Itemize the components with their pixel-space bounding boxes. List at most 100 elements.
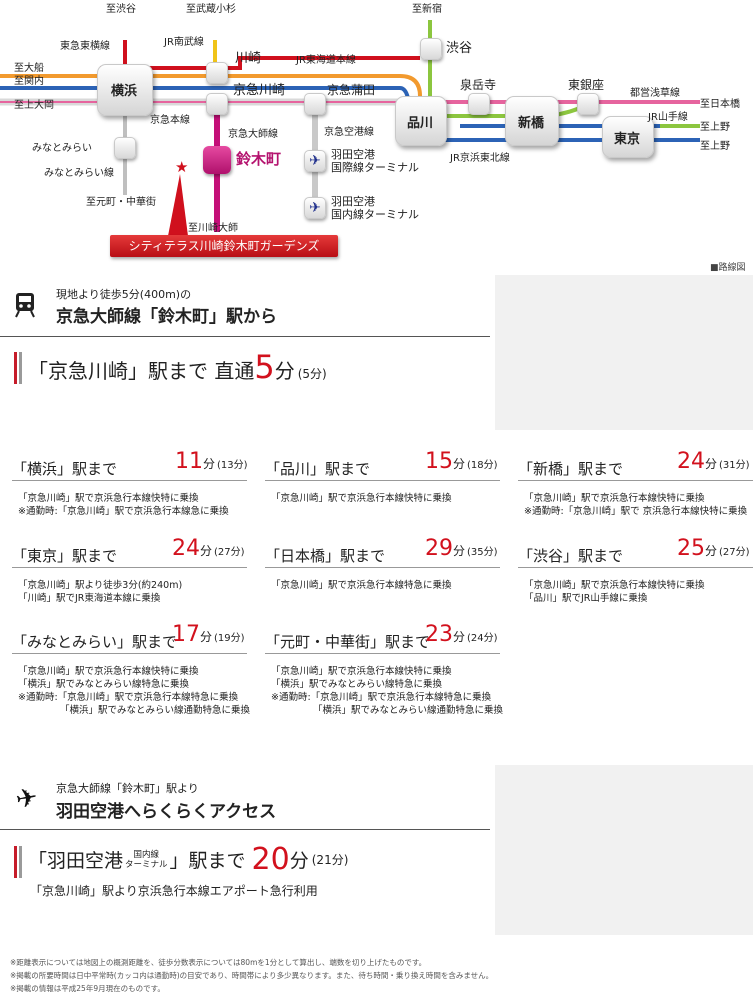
- section1-title: 京急大師線「鈴木町」駅から: [56, 307, 277, 327]
- dir-musashikosugi: 至武蔵小杉: [186, 4, 236, 15]
- section2-title: 羽田空港へらくらくアクセス: [56, 802, 277, 822]
- route-note: 「京急川崎」駅で京浜急行本線特急に乗換: [271, 580, 452, 591]
- airport-bar-red: [14, 846, 17, 878]
- label-keihin-tohoku: JR京浜東北線: [450, 153, 510, 164]
- station-kawasaki-box: [206, 62, 228, 84]
- route-minutes-group: 15分(18分): [425, 449, 498, 474]
- dir-ueno-2: 至上野: [700, 141, 730, 152]
- route-destination: 「みなとみらい」駅まで: [12, 633, 178, 651]
- dir-motomachi: 至元町・中華街: [86, 197, 156, 208]
- route-unit: 分: [200, 630, 213, 644]
- route-destination: 「新橋」駅まで: [518, 460, 624, 478]
- label-suzukicho: 鈴木町: [236, 150, 282, 168]
- bg-panel-2: [495, 765, 753, 935]
- route-note: 「京急川崎」駅で京浜急行本線快特に乗換: [271, 493, 452, 504]
- route-rule: [12, 567, 247, 568]
- route-rule: [518, 480, 753, 481]
- route-rule: [265, 653, 500, 654]
- route-rule: [518, 567, 753, 568]
- label-yamanote: JR山手線: [648, 112, 688, 123]
- station-suzukicho-box: [203, 146, 231, 174]
- property-label: シティテラス川崎鈴木町ガーデンズ: [110, 235, 338, 257]
- route-destination: 「東京」駅まで: [12, 547, 118, 565]
- route-unit: 分: [453, 457, 466, 471]
- route-paren: (13分): [217, 460, 248, 471]
- station-shinagawa-label: 品川: [406, 116, 433, 131]
- section1-rule: [0, 336, 490, 337]
- route-paren: (18分): [467, 460, 498, 471]
- route-minutes: 29: [425, 536, 453, 561]
- label-sengakuji: 泉岳寺: [460, 78, 497, 92]
- label-haneda-intl: 羽田空港 国際線ターミナル: [331, 148, 419, 174]
- route-rule: [12, 480, 247, 481]
- route-note: ※通勤時:「京急川崎」駅で京浜急行本線特急に乗換: [271, 692, 492, 703]
- route-unit: 分: [705, 544, 718, 558]
- route-destination: 「日本橋」駅まで: [265, 547, 386, 565]
- label-daishi: 京急大師線: [228, 129, 278, 140]
- route-paren: (27分): [719, 547, 750, 558]
- route-destination: 「品川」駅まで: [265, 460, 371, 478]
- footnote-2: ※掲載の所要時間は日中平常時(カッコ内は通勤時)の目安であり、時間帯により多少異…: [10, 971, 494, 980]
- headline-bar-red: [14, 352, 17, 384]
- route-rule: [265, 567, 500, 568]
- airport-bar-grey: [19, 846, 22, 878]
- route-minutes: 15: [425, 449, 453, 474]
- route-note: 「京急川崎」駅より徒歩3分(約240m): [18, 580, 183, 591]
- airport-dest-small-1: 国内線: [133, 849, 160, 860]
- route-minutes-group: 11分(13分): [175, 449, 248, 474]
- route-unit: 分: [705, 457, 718, 471]
- route-unit: 分: [200, 544, 213, 558]
- dir-ueno-1: 至上野: [700, 122, 730, 133]
- dir-kawasaki-daishi: 至川崎大師: [188, 223, 238, 234]
- dir-shinjuku: 至新宿: [412, 4, 442, 15]
- route-paren: (24分): [467, 633, 498, 644]
- airport-note: 「京急川崎」駅より京浜急行本線エアポート急行利用: [30, 884, 318, 898]
- label-higashiginza: 東銀座: [568, 78, 605, 92]
- dir-kamiooka: 至上大岡: [14, 100, 54, 111]
- route-note: 「京急川崎」駅で京浜急行本線快特に乗換: [18, 493, 199, 504]
- headline-minutes: 5: [254, 348, 275, 386]
- train-icon: [14, 292, 36, 318]
- section2-rule: [0, 829, 490, 830]
- airport-intl-icon: ✈: [304, 150, 326, 172]
- route-note: 「川崎」駅でJR東海道本線に乗換: [18, 593, 161, 604]
- route-note: ※通勤時:「京急川崎」駅で 京浜急行本線快特に乗換: [524, 506, 748, 517]
- route-destination: 「横浜」駅まで: [12, 460, 118, 478]
- route-unit: 分: [453, 544, 466, 558]
- route-minutes: 25: [677, 536, 705, 561]
- route-note: 「横浜」駅でみなとみらい線特急に乗換: [18, 679, 190, 690]
- station-minatomirai-box: [114, 137, 136, 159]
- airport-paren: (21分): [311, 853, 349, 867]
- airport-row: 「羽田空港 国内線 ターミナル 」駅まで 20 分 (21分): [28, 842, 348, 877]
- station-yokohama: [97, 64, 153, 116]
- headline-paren: (5分): [297, 367, 327, 381]
- route-minutes-group: 23分(24分): [425, 622, 498, 647]
- route-minutes-group: 24分(31分): [677, 449, 750, 474]
- line-tokaido: [0, 74, 422, 118]
- route-minutes: 17: [172, 622, 200, 647]
- route-unit: 分: [453, 630, 466, 644]
- airport-unit: 分: [289, 850, 309, 872]
- route-minutes-group: 29分(35分): [425, 536, 498, 561]
- route-minutes: 24: [172, 536, 200, 561]
- route-minutes: 23: [425, 622, 453, 647]
- station-tokyo: [602, 116, 654, 158]
- label-minatomirai-station: みなとみらい: [32, 143, 92, 154]
- dir-shibuya: 至渋谷: [106, 4, 136, 15]
- dir-nihonbashi: 至日本橋: [700, 99, 740, 110]
- label-toyoko: 東急東横線: [60, 41, 110, 52]
- label-airport: 京急空港線: [324, 127, 374, 138]
- station-shimbashi-label: 新橋: [517, 116, 544, 131]
- label-keikyu-kawasaki: 京急川崎: [233, 83, 286, 98]
- station-higashiginza-box: [577, 93, 599, 115]
- airport-dest-small-2: ターミナル: [125, 859, 168, 870]
- route-rule: [265, 480, 500, 481]
- headline-row: 「京急川崎」駅まで 直通5分(5分): [28, 348, 327, 386]
- label-asakusa: 都営浅草線: [630, 88, 680, 99]
- airport-dest-small: 国内線 ターミナル: [125, 850, 168, 870]
- dir-ofuna: 至大船: [14, 63, 44, 74]
- label-shibuya: 渋谷: [446, 41, 473, 56]
- route-minutes: 24: [677, 449, 705, 474]
- headline-destination: 「京急川崎」駅まで 直通: [28, 359, 255, 383]
- route-paren: (27分): [214, 547, 245, 558]
